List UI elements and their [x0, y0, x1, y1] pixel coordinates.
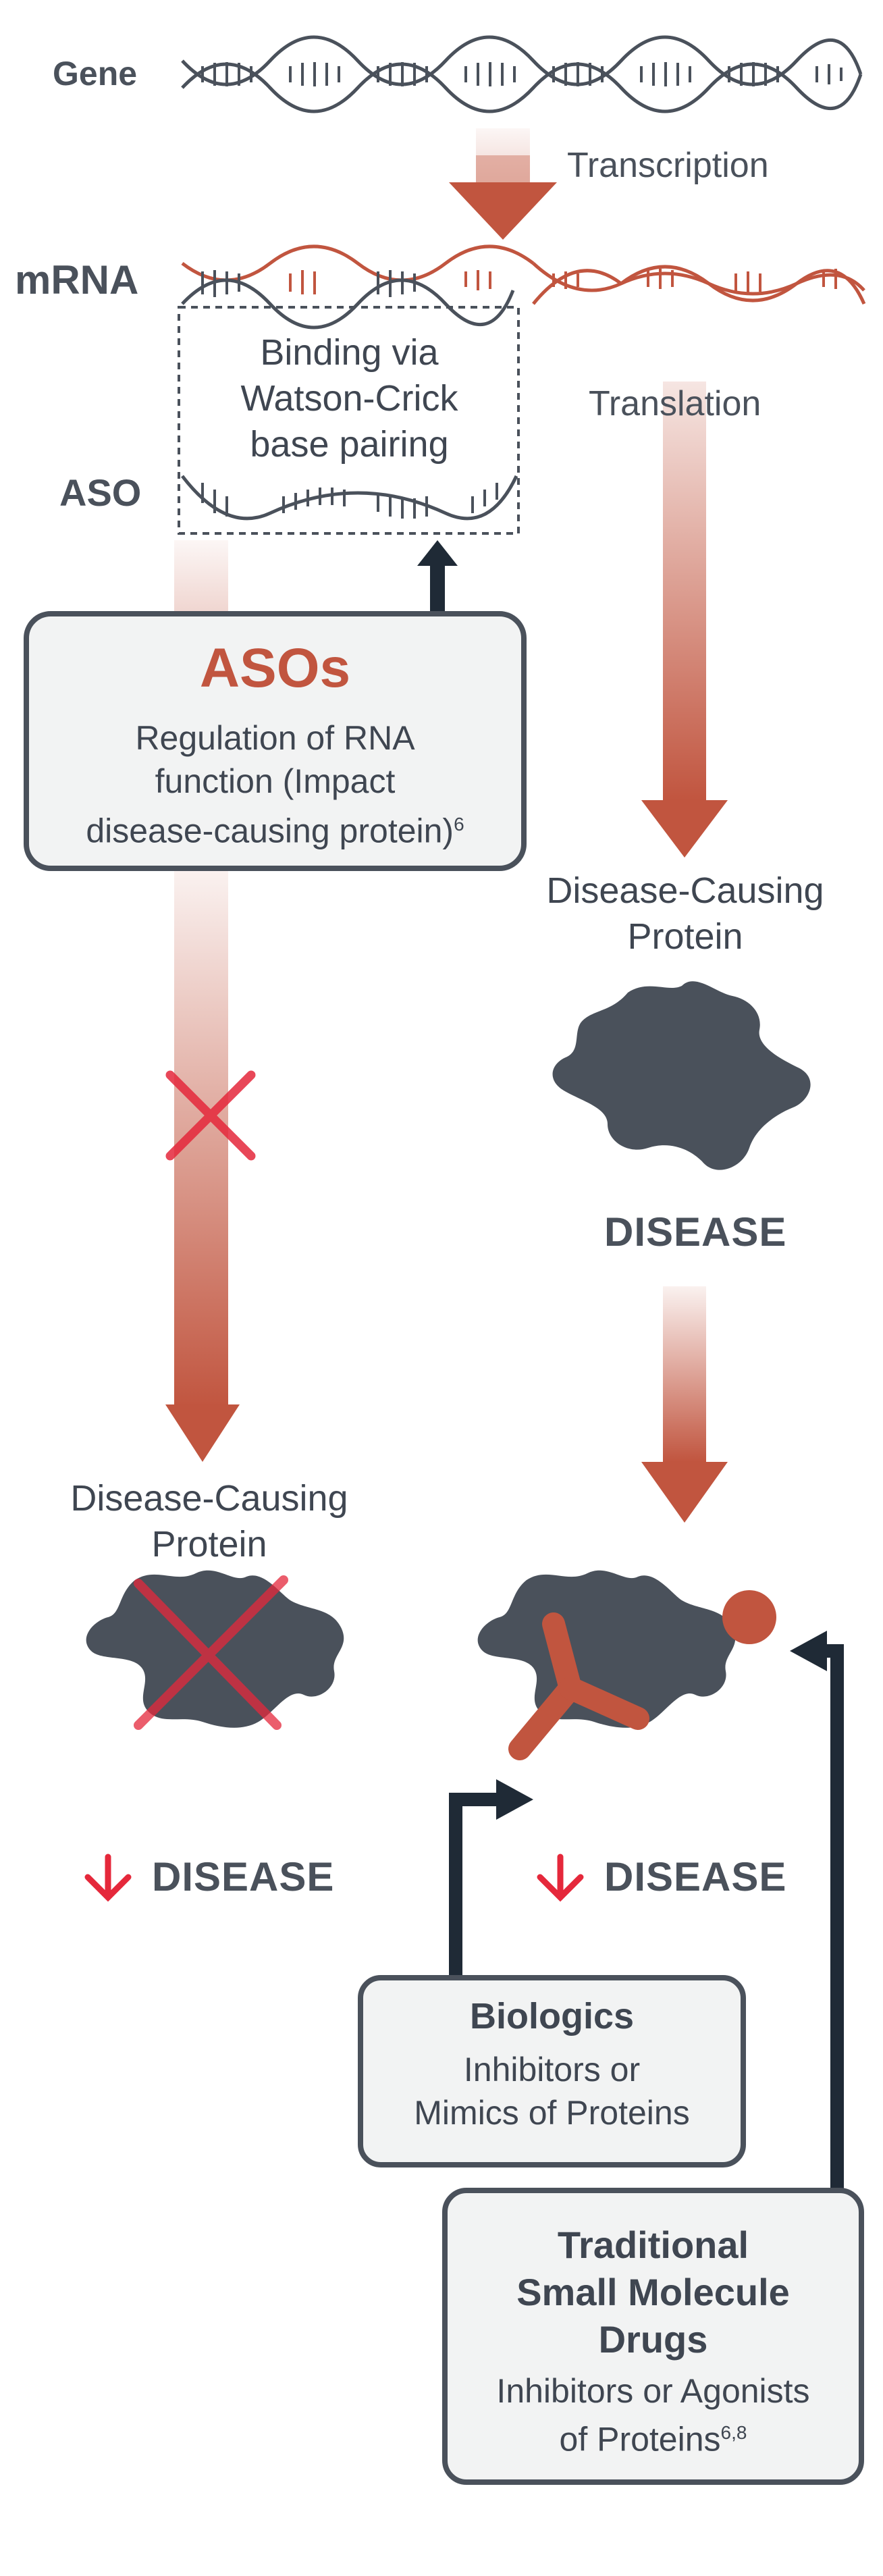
- biologics-title: Biologics: [469, 1996, 635, 2036]
- asos-line-1: Regulation of RNA: [135, 719, 415, 757]
- mrna-label: mRNA: [15, 257, 139, 303]
- protein-left-label: Disease-Causing Protein: [41, 1475, 378, 1567]
- biologics-box: Biologics Inhibitors or Mimics of Protei…: [358, 1975, 746, 2167]
- smd-title: Traditional Small Molecule Drugs: [448, 2222, 859, 2363]
- asos-description: Regulation of RNA function (Impact disea…: [29, 716, 521, 853]
- smd-line-2: of Proteins6,8: [448, 2412, 859, 2461]
- transcription-label: Transcription: [567, 146, 769, 185]
- binding-line-3: base pairing: [250, 424, 449, 465]
- small-molecule-icon: [722, 1590, 776, 1644]
- disease-right-label: DISEASE: [604, 1854, 787, 1899]
- aso-strand: [181, 475, 518, 521]
- aso-faint-stub: [174, 540, 228, 614]
- cross-mark-icon: [165, 1070, 256, 1161]
- protein-blob-bottom: [477, 1570, 736, 1728]
- down-arrow-icon-left: [84, 1854, 132, 1902]
- binding-line-2: Watson-Crick: [240, 378, 458, 419]
- smd-description: Inhibitors or Agonists of Proteins6,8: [448, 2370, 859, 2461]
- asos-superscript: 6: [454, 814, 464, 835]
- smd-title-line-1: Traditional: [557, 2224, 749, 2266]
- binding-label: Binding via Watson-Crick base pairing: [186, 330, 513, 467]
- asos-title: ASOs: [199, 637, 351, 699]
- protein-blob-top: [552, 981, 811, 1170]
- smd-line-2-text: of Proteins: [559, 2420, 721, 2459]
- smd-arrowhead: [790, 1631, 827, 1671]
- antibody-icon: [508, 1612, 649, 1760]
- biologics-line-1: Inhibitors or: [463, 2051, 641, 2088]
- smd-connector: [820, 1644, 844, 2222]
- asos-line-2: function (Impact: [155, 762, 396, 800]
- translation-label: Translation: [589, 384, 761, 423]
- down-arrow-icon-right: [537, 1854, 584, 1902]
- biologics-connector: [449, 1793, 503, 1995]
- smd-line-1: Inhibitors or Agonists: [496, 2372, 810, 2410]
- asos-box: ASOs Regulation of RNA function (Impact …: [24, 611, 527, 871]
- protein-right-line-2: Protein: [627, 916, 743, 957]
- smd-superscript: 6,8: [720, 2422, 747, 2443]
- protein-cross-mark: [134, 1575, 288, 1730]
- transcription-arrow: [449, 128, 557, 240]
- biologics-line-2: Mimics of Proteins: [414, 2094, 690, 2132]
- disease-to-protein-arrow: [641, 1286, 728, 1523]
- protein-right-label: Disease-Causing Protein: [520, 868, 851, 960]
- left-blocked-arrow: [165, 871, 256, 1462]
- mrna-strand: [181, 244, 866, 330]
- protein-right-line-1: Disease-Causing: [546, 870, 824, 911]
- asos-line-3: disease-causing protein)6: [29, 803, 521, 853]
- gene-label: Gene: [53, 55, 138, 93]
- protein-left-line-1: Disease-Causing: [70, 1478, 348, 1519]
- disease-top-label: DISEASE: [604, 1209, 787, 1255]
- biologics-description: Inhibitors or Mimics of Proteins: [363, 2048, 741, 2134]
- disease-left-label: DISEASE: [152, 1854, 335, 1899]
- gene-dna-helix: [181, 35, 863, 113]
- small-molecule-drugs-box: Traditional Small Molecule Drugs Inhibit…: [442, 2188, 864, 2485]
- binding-line-1: Binding via: [260, 332, 439, 373]
- protein-left-line-2: Protein: [151, 1524, 267, 1565]
- translation-arrow: [641, 382, 728, 858]
- aso-label: ASO: [59, 471, 142, 514]
- smd-title-line-3: Drugs: [598, 2318, 708, 2361]
- smd-title-line-2: Small Molecule: [516, 2271, 790, 2313]
- biologics-arrowhead: [496, 1779, 533, 1820]
- binding-dashed-box: [178, 306, 520, 535]
- asos-line-3-text: disease-causing protein): [86, 812, 454, 850]
